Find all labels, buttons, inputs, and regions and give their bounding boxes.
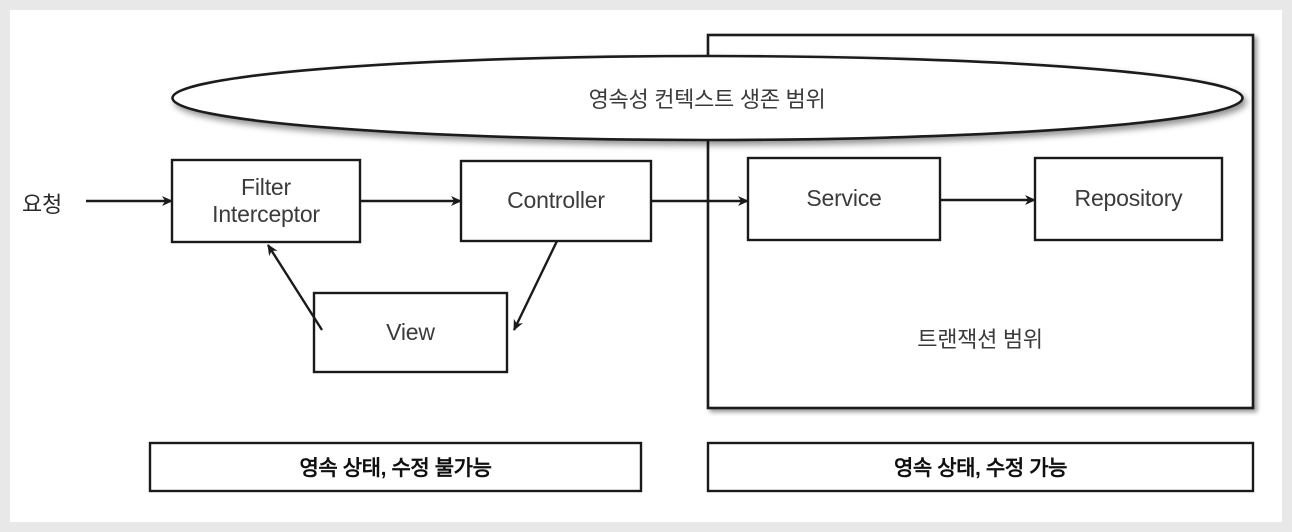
controller-box	[459, 159, 653, 243]
filter-interceptor-box	[170, 158, 362, 244]
view-box	[312, 291, 509, 374]
controller-to-view-arrow	[512, 240, 559, 331]
legend-box-left	[148, 441, 643, 493]
view-to-filter-arrow	[266, 244, 324, 331]
persistence-context-ellipse	[171, 54, 1244, 142]
legend-label-right: 영속 상태, 수정 가능	[893, 457, 1068, 480]
service-box	[746, 156, 942, 242]
legend-box-right	[706, 441, 1255, 493]
transaction-scope-label: 트랜잭션 범위	[917, 327, 1043, 352]
legend-label-left: 영속 상태, 수정 불가능	[299, 457, 492, 480]
repository-box	[1033, 156, 1224, 242]
request-label: 요청	[22, 192, 62, 217]
persistence-context-scope-label: 영속성 컨텍스트 생존 범위	[588, 87, 826, 112]
